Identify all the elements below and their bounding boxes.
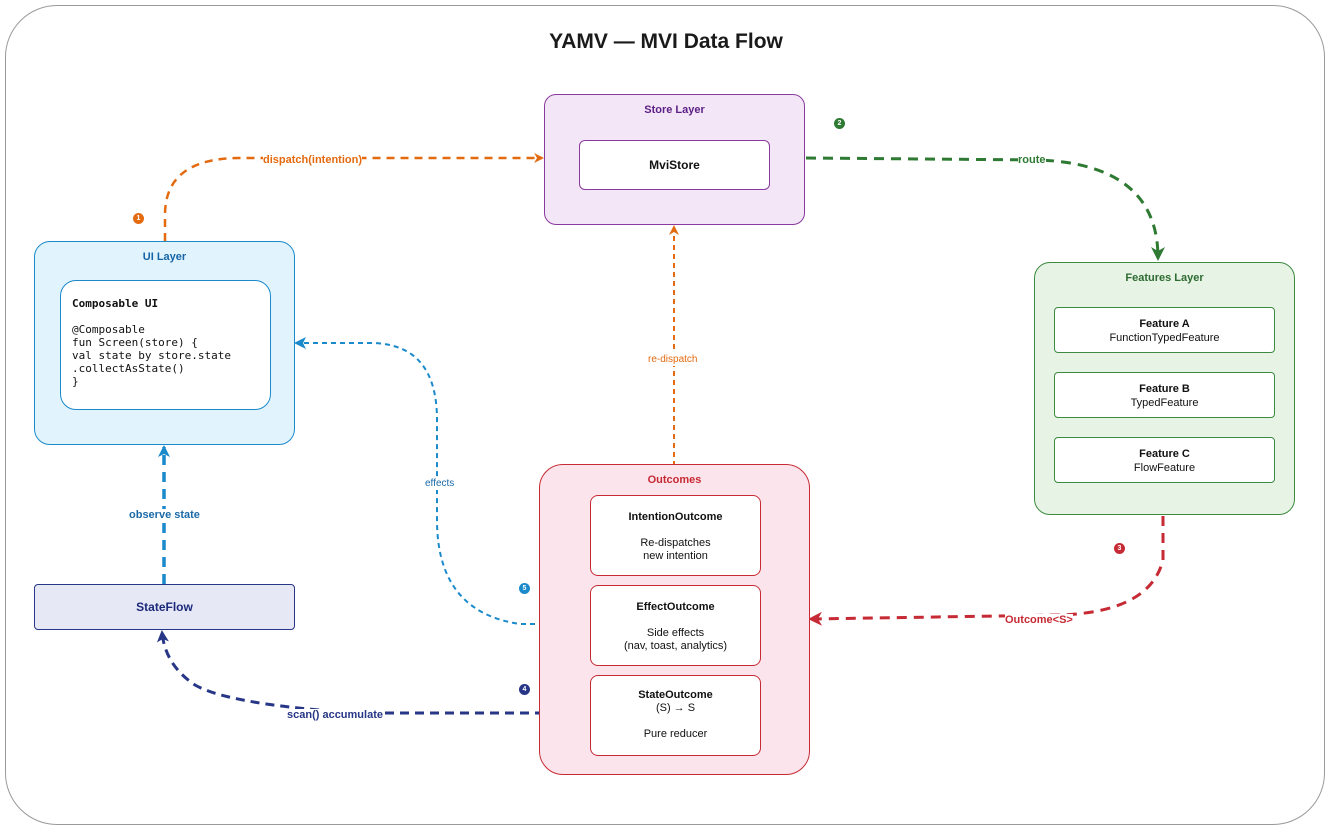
edge-label-scan: scan() accumulate: [287, 709, 383, 722]
code-line: .collectAsState(): [72, 362, 185, 375]
edge-outcome: [808, 516, 1165, 626]
feature-name: Feature C: [1139, 448, 1190, 460]
code-line: }: [72, 375, 79, 388]
code-line: fun Screen(store) {: [72, 336, 198, 349]
store-layer: Store Layer MviStore: [544, 94, 805, 225]
features-layer: Features Layer Feature A FunctionTypedFe…: [1034, 262, 1295, 515]
code-line: @Composable: [72, 323, 145, 336]
effect-outcome-node: EffectOutcome Side effects (nav, toast, …: [590, 585, 761, 666]
feature-b-node: Feature B TypedFeature: [1054, 372, 1275, 418]
feature-a-node: Feature A FunctionTypedFeature: [1054, 307, 1275, 353]
feature-type: TypedFeature: [1130, 397, 1199, 409]
intention-outcome-line: new intention: [643, 550, 708, 562]
step-badge-1: 1: [133, 213, 144, 224]
edge-effects: [294, 337, 589, 625]
edge-label-redispatch: re-dispatch: [648, 353, 698, 366]
edge-route: [805, 156, 1165, 261]
state-outcome-line: Pure reducer: [643, 728, 708, 740]
composable-ui-title: Composable UI: [72, 297, 159, 310]
feature-type: FunctionTypedFeature: [1109, 332, 1220, 344]
edge-dispatch: [163, 153, 544, 241]
effect-outcome-title: EffectOutcome: [636, 601, 715, 613]
step-badge-2: 2: [834, 118, 845, 129]
ui-layer: UI Layer Composable UI @Composable fun S…: [34, 241, 295, 445]
stateflow-label: StateFlow: [136, 600, 193, 614]
code-line: val state by store.state: [72, 349, 231, 362]
features-layer-title: Features Layer: [1125, 272, 1204, 284]
mvistore-node: MviStore: [579, 140, 770, 190]
state-outcome-title: StateOutcome: [638, 689, 713, 701]
feature-name: Feature A: [1139, 318, 1190, 330]
intention-outcome-line: Re-dispatches: [640, 537, 711, 549]
composable-ui-node: Composable UI @Composable fun Screen(sto…: [60, 280, 271, 410]
step-badge-3: 3: [1114, 543, 1125, 554]
edge-label-effects: effects: [425, 477, 455, 490]
step-badge-4: 4: [519, 684, 530, 695]
stateflow-node: StateFlow: [34, 584, 295, 630]
outcomes-layer: Outcomes IntentionOutcome Re-dispatches …: [539, 464, 810, 775]
feature-c-node: Feature C FlowFeature: [1054, 437, 1275, 483]
effect-outcome-line: Side effects: [646, 627, 705, 639]
diagram-title: YAMV — MVI Data Flow: [549, 30, 783, 53]
edge-scan: [156, 630, 589, 715]
edge-label-route: route: [1018, 154, 1046, 167]
edge-label-outcome: Outcome<S>: [1005, 614, 1073, 627]
effect-outcome-line: (nav, toast, analytics): [623, 640, 728, 652]
edge-label-dispatch: dispatch(intention): [263, 154, 362, 167]
step-badge-5: 5: [519, 583, 530, 594]
feature-name: Feature B: [1139, 383, 1190, 395]
outcomes-layer-title: Outcomes: [647, 474, 702, 486]
state-outcome-line: (S) → S: [655, 702, 696, 714]
store-layer-title: Store Layer: [644, 104, 705, 116]
feature-type: FlowFeature: [1133, 462, 1196, 474]
ui-layer-title: UI Layer: [142, 251, 187, 263]
edge-label-observe: observe state: [129, 509, 200, 522]
intention-outcome-title: IntentionOutcome: [628, 511, 723, 523]
intention-outcome-node: IntentionOutcome Re-dispatches new inten…: [590, 495, 761, 576]
state-outcome-node: StateOutcome (S) → S Pure reducer: [590, 675, 761, 756]
